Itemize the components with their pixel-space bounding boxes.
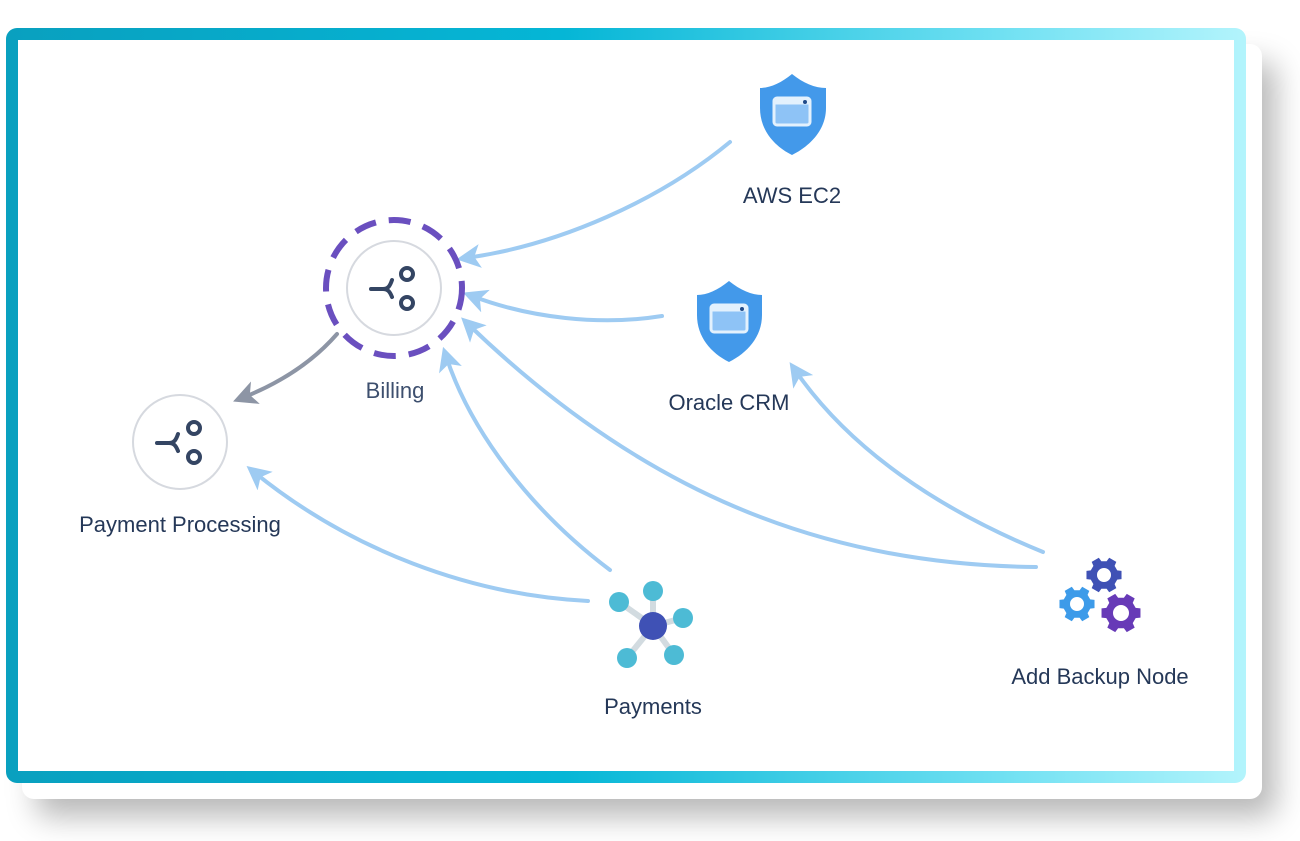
node-label: AWS EC2 — [743, 183, 841, 208]
gear-indigo-icon — [1086, 557, 1122, 593]
node-label: Payments — [604, 694, 702, 719]
branch-icon — [155, 420, 202, 465]
selection-ring — [323, 217, 465, 359]
node-label: Oracle CRM — [668, 390, 789, 415]
node-label: Payment Processing — [79, 512, 281, 537]
shield-window-icon — [760, 74, 826, 155]
edge-oracle-crm-to-billing[interactable] — [463, 289, 664, 323]
branch-icon — [369, 266, 415, 311]
node-label: Billing — [366, 378, 425, 403]
edge-add-backup-node-to-billing[interactable] — [461, 317, 1038, 569]
node-aws-ec2[interactable]: AWS EC2 — [743, 74, 841, 208]
edge-billing-to-payment-processing[interactable] — [233, 332, 339, 404]
gears-icon — [1059, 557, 1141, 633]
edges — [233, 140, 1045, 603]
gear-blue-icon — [1059, 586, 1095, 622]
edge-payments-to-billing[interactable] — [439, 346, 612, 572]
node-payment-processing[interactable]: Payment Processing — [79, 394, 281, 537]
node-circle — [132, 394, 228, 490]
edge-add-backup-node-to-oracle-crm[interactable] — [789, 362, 1045, 554]
edge-payments-to-payment-processing[interactable] — [246, 465, 590, 603]
node-add-backup-node[interactable]: Add Backup Node — [1011, 557, 1189, 689]
node-circle — [346, 240, 442, 336]
diagram-frame — [6, 28, 1246, 783]
node-label: Add Backup Node — [1011, 664, 1188, 689]
shield-window-icon — [697, 281, 762, 362]
node-oracle-crm[interactable]: Oracle CRM — [668, 281, 790, 415]
gear-purple-icon — [1101, 593, 1141, 633]
node-billing[interactable]: Billing — [323, 217, 465, 403]
node-payments[interactable]: Payments — [604, 581, 702, 719]
network-hub-icon — [609, 581, 693, 668]
edge-aws-ec2-to-billing[interactable] — [456, 140, 732, 268]
